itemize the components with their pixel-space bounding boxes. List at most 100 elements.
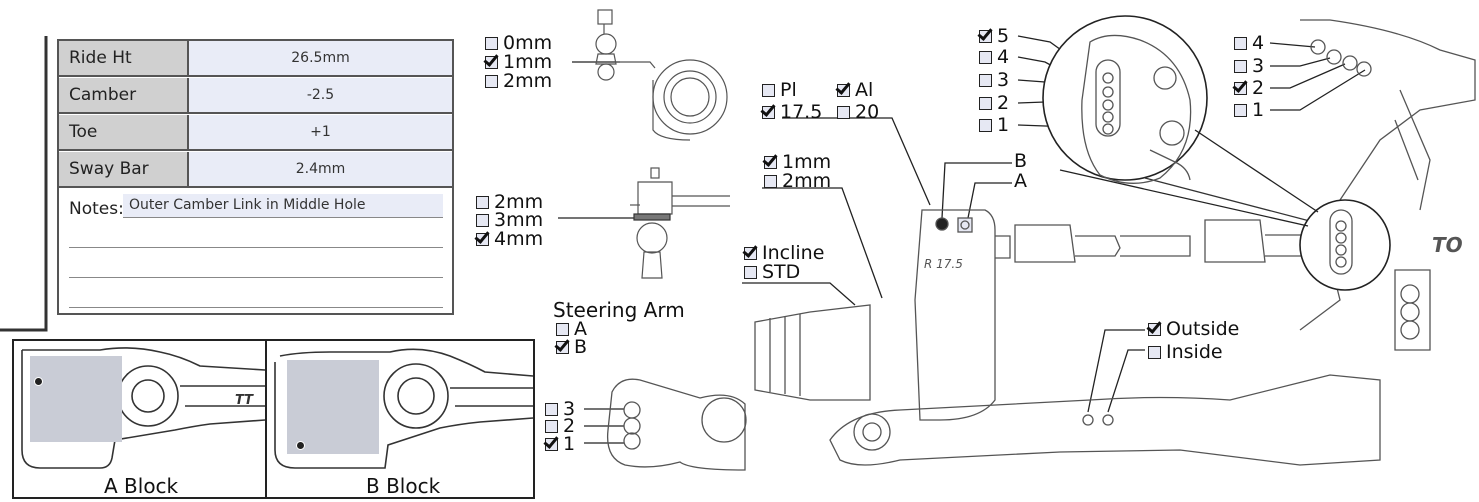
b-block-drawing [274, 348, 534, 469]
arm-hole-1-option[interactable]: 1 [545, 434, 575, 454]
steering-arm-title: Steering Arm [553, 298, 685, 322]
checkbox-checked-icon[interactable] [837, 83, 850, 97]
notes-line [69, 247, 443, 248]
checkbox-checked-icon[interactable] [762, 105, 775, 119]
hub-al-option[interactable]: Al [837, 80, 873, 100]
notes-field[interactable]: Outer Camber Link in Middle Hole [123, 194, 443, 218]
notes-line [69, 277, 443, 278]
magnifier-large-detail [1081, 34, 1192, 184]
sway-bar-value[interactable]: 2.4mm [189, 152, 452, 186]
magnifier-small-detail [1329, 209, 1353, 275]
camber-value[interactable]: -2.5 [189, 78, 452, 112]
a-block-marker [34, 377, 43, 386]
hub-incline-option[interactable]: Incline [744, 243, 824, 263]
tower-hole-2-option[interactable]: 2 [1234, 78, 1264, 98]
hub-spacer-2mm-option[interactable]: 2mm [764, 171, 831, 191]
checkbox-icon[interactable] [476, 213, 489, 227]
checkbox-icon[interactable] [762, 83, 775, 97]
tower-hole-1-option[interactable]: 1 [1234, 100, 1264, 120]
checkbox-checked-icon[interactable] [476, 232, 489, 246]
toe-value[interactable]: +1 [189, 115, 452, 149]
camber-hole-5-option[interactable]: 5 [979, 26, 1009, 46]
checkbox-icon[interactable] [1234, 59, 1247, 73]
row-label: Ride Ht [59, 41, 189, 75]
tie-rod-4mm-option[interactable]: 4mm [476, 229, 543, 249]
checkbox-checked-icon[interactable] [1148, 322, 1161, 336]
hub-assembly-drawing: R 17.5 TO [754, 19, 1476, 466]
arm-mount-outside-option[interactable]: Outside [1148, 319, 1239, 339]
checkbox-icon[interactable] [545, 419, 558, 433]
a-block-drawing: TT [21, 347, 266, 469]
hub-std-option[interactable]: STD [744, 262, 800, 282]
hub-20-option[interactable]: 20 [837, 102, 879, 122]
checkbox-checked-icon[interactable] [545, 437, 558, 451]
arm-mount-inside-option[interactable]: Inside [1148, 342, 1223, 362]
checkbox-icon[interactable] [1234, 103, 1247, 117]
row-label: Toe [59, 115, 189, 149]
checkbox-icon[interactable] [979, 73, 992, 87]
ride-height-value[interactable]: 26.5mm [189, 41, 452, 75]
checkbox-icon[interactable] [476, 195, 489, 209]
hub-17-5-option[interactable]: 17.5 [762, 102, 822, 122]
row-label: Sway Bar [59, 152, 189, 186]
checkbox-icon[interactable] [979, 96, 992, 110]
ball-stud-1mm-option[interactable]: 1mm [485, 52, 552, 72]
magnifier-connector [1194, 129, 1319, 213]
b-block-marker [296, 441, 305, 450]
notes-area: Notes: Outer Camber Link in Middle Hole [59, 189, 452, 313]
checkbox-icon[interactable] [485, 36, 498, 50]
table-row: Ride Ht 26.5mm [59, 41, 452, 77]
checkbox-checked-icon[interactable] [979, 29, 992, 43]
checkbox-icon[interactable] [837, 105, 850, 119]
b-block-hole-grid [287, 360, 379, 454]
tie-rod-2mm-option[interactable]: 2mm [476, 192, 543, 212]
tower-hole-3-option[interactable]: 3 [1234, 56, 1264, 76]
arm-hole-3-option[interactable]: 3 [545, 399, 575, 419]
checkbox-checked-icon[interactable] [744, 246, 757, 260]
checkbox-checked-icon[interactable] [1234, 81, 1247, 95]
checkbox-checked-icon[interactable] [556, 340, 569, 354]
a-block-label: A Block [104, 474, 179, 498]
hub-spacer-1mm-option[interactable]: 1mm [764, 152, 831, 172]
checkbox-icon[interactable] [979, 50, 992, 64]
hub-hole-a-label: A [1014, 170, 1027, 192]
arm-hole-2-option[interactable]: 2 [545, 416, 575, 436]
row-label: Camber [59, 78, 189, 112]
checkbox-icon[interactable] [764, 174, 777, 188]
tower-hole-4-option[interactable]: 4 [1234, 33, 1264, 53]
checkbox-icon[interactable] [979, 118, 992, 132]
camber-hole-4-option[interactable]: 4 [979, 47, 1009, 67]
checkbox-checked-icon[interactable] [764, 155, 777, 169]
camber-hole-2-option[interactable]: 2 [979, 93, 1009, 113]
svg-text:TO: TO [1432, 233, 1463, 257]
b-block-label: B Block [366, 474, 441, 498]
svg-text:R 17.5: R 17.5 [924, 257, 963, 271]
checkbox-icon[interactable] [1148, 345, 1161, 359]
table-row: Sway Bar 2.4mm [59, 152, 452, 188]
checkbox-icon[interactable] [744, 265, 757, 279]
checkbox-icon[interactable] [485, 74, 498, 88]
table-frame [0, 36, 48, 332]
setup-table: Ride Ht 26.5mm Camber -2.5 Toe +1 Sway B… [57, 39, 454, 315]
checkbox-checked-icon[interactable] [485, 55, 498, 69]
notes-line [69, 307, 443, 308]
checkbox-icon[interactable] [1234, 36, 1247, 50]
camber-hole-1-option[interactable]: 1 [979, 115, 1009, 135]
ball-stud-drawing [595, 9, 728, 141]
hub-hole-b-label: B [1014, 150, 1028, 172]
ball-stud-0mm-option[interactable]: 0mm [485, 33, 552, 53]
block-panel: TT [12, 339, 535, 499]
hub-pl-option[interactable]: Pl [762, 80, 797, 100]
a-block-hole-grid [30, 356, 122, 442]
checkbox-icon[interactable] [545, 402, 558, 416]
camber-hole-3-option[interactable]: 3 [979, 70, 1009, 90]
tie-rod-3mm-option[interactable]: 3mm [476, 210, 543, 230]
steering-arm-b-option[interactable]: B [556, 337, 587, 357]
notes-label: Notes: [69, 199, 124, 219]
steering-arm-drawing [606, 378, 747, 471]
steering-arm-a-option[interactable]: A [556, 319, 587, 339]
checkbox-icon[interactable] [556, 322, 569, 336]
svg-text:TT: TT [235, 393, 254, 408]
ball-stud-2mm-option[interactable]: 2mm [485, 71, 552, 91]
